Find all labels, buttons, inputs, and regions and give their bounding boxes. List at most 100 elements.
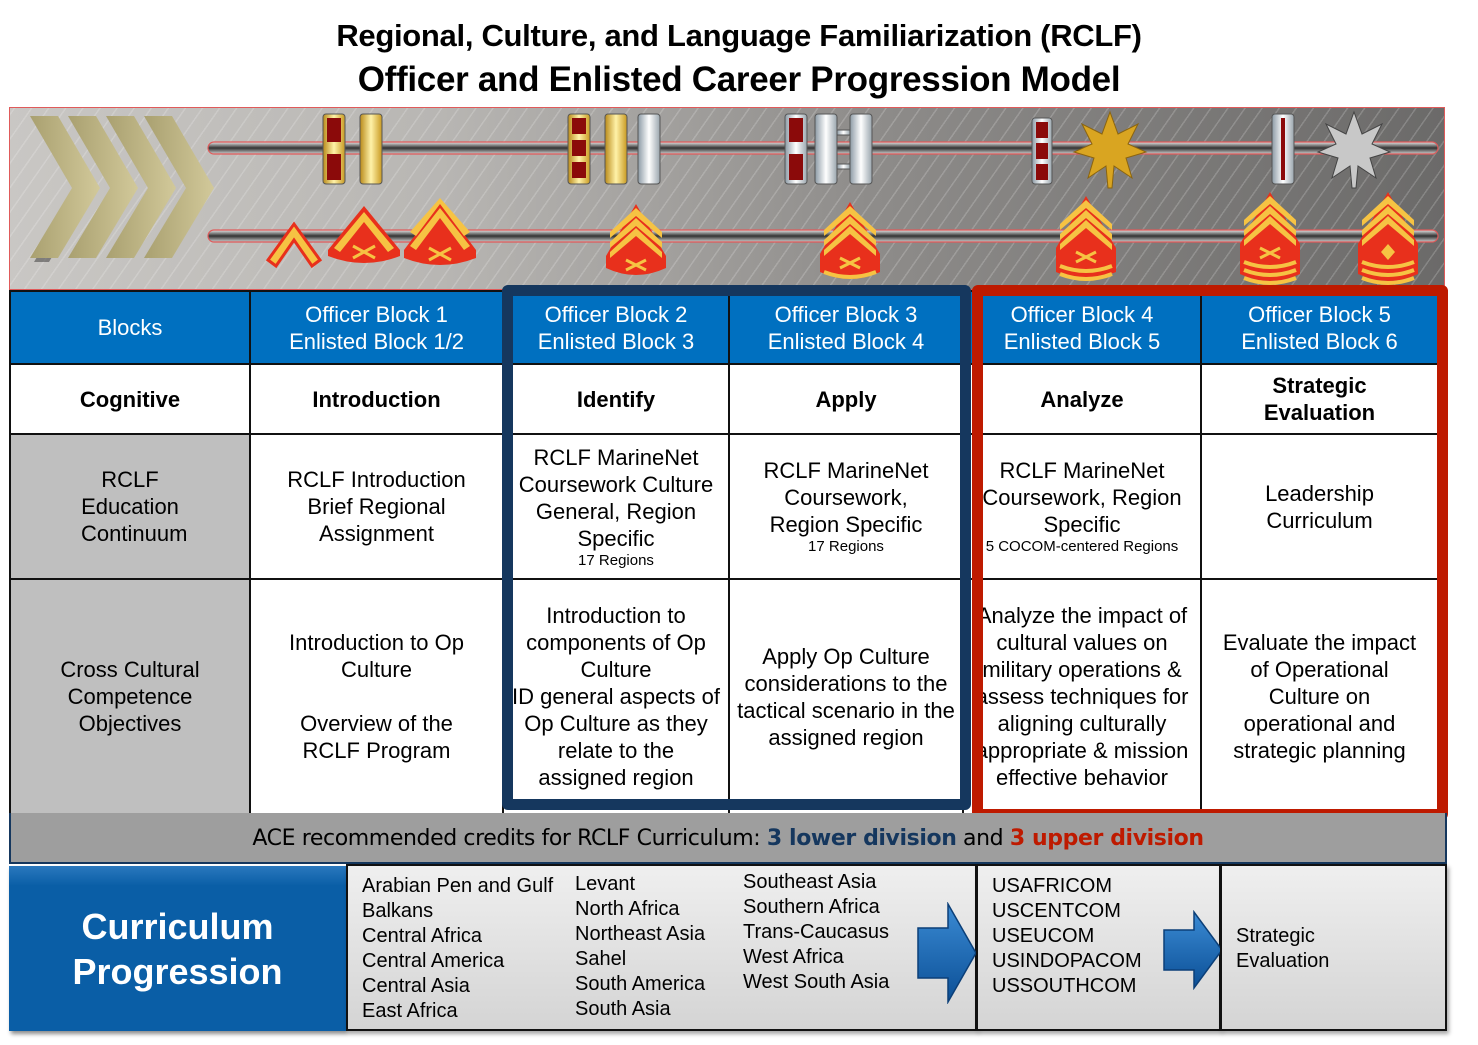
header-enlisted: Enlisted Block 5 [1003, 328, 1161, 354]
chevron-arrows-icon [30, 116, 214, 262]
regions-column-3: Southeast Asia Southern Africa Trans-Cau… [743, 870, 889, 995]
education-note: 5 COCOM-centered Regions [985, 538, 1179, 555]
education-text: RCLF MarineNet Coursework, Region Specif… [763, 458, 929, 537]
header-officer: Officer Block 1 [305, 301, 448, 327]
cocom-column: USAFRICOM USCENTCOM USEUCOM USINDOPACOM … [992, 874, 1142, 999]
objective-text: Evaluate the impact of Operational Cultu… [1222, 630, 1417, 763]
education-note: 17 Regions [808, 538, 884, 555]
objective-text: Overview of the RCLF Program [300, 711, 453, 763]
strategic-line: Strategic [1236, 925, 1315, 947]
region-item: Southeast Asia [743, 871, 877, 893]
regions-column-2: Levant North Africa Northeast Asia Sahel… [575, 872, 705, 1022]
header-officer: Officer Block 2 [544, 301, 688, 327]
region-item: West South Asia [743, 971, 890, 993]
header-enlisted: Enlisted Block 6 [1241, 328, 1398, 354]
header-enlisted: Enlisted Block 1/2 [289, 328, 464, 354]
education-cell: RCLF MarineNet Coursework Culture Genera… [502, 433, 730, 580]
objectives-label: Cross Cultural Competence Objectives [9, 578, 251, 815]
education-text: RCLF Introduction Brief Regional Assignm… [287, 467, 466, 546]
evaluation-line: Evaluation [1236, 950, 1330, 972]
cocom-item: USCENTCOM [992, 900, 1121, 922]
region-item: East Africa [362, 1000, 458, 1022]
regions-box: Arabian Pen and Gulf Balkans Central Afr… [346, 864, 977, 1031]
arrow-right-icon [1163, 910, 1223, 990]
education-cell: RCLF Introduction Brief Regional Assignm… [249, 433, 504, 580]
cocom-item: USAFRICOM [992, 875, 1112, 897]
header-officer: Officer Block 3 [774, 301, 918, 327]
header-enlisted: Enlisted Block 4 [767, 328, 925, 354]
cocom-item: USSOUTHCOM [992, 975, 1137, 997]
cocom-item: USINDOPACOM [992, 950, 1142, 972]
title-line-1: Regional, Culture, and Language Familiar… [336, 18, 1142, 53]
curriculum-progression-label: Curriculum Progression [9, 866, 346, 1031]
cognitive-cell: Introduction [249, 363, 504, 435]
education-label: RCLF Education Continuum [9, 433, 251, 580]
region-item: Trans-Caucasus [743, 921, 889, 943]
objectives-cell: Analyze the impact of cultural values on… [962, 578, 1202, 815]
region-item: Balkans [362, 900, 434, 922]
regions-column-1: Arabian Pen and Gulf Balkans Central Afr… [362, 874, 553, 1024]
curriculum-label-line: Progression [72, 950, 283, 992]
header-officer: Officer Block 5 [1248, 301, 1391, 327]
cognitive-cell: Strategic Evaluation [1200, 363, 1439, 435]
region-item: Southern Africa [743, 896, 880, 918]
objective-text: Analyze the impact of cultural values on… [975, 603, 1189, 790]
header-officer: Officer Block 4 [1010, 301, 1154, 327]
strategic-evaluation-text: Strategic Evaluation [1236, 924, 1329, 974]
header-blocks: Blocks [9, 290, 251, 365]
arrow-right-icon [917, 902, 977, 1004]
region-item: Central Asia [362, 975, 470, 997]
education-note: 17 Regions [578, 551, 654, 569]
education-cell: Leadership Curriculum [1200, 433, 1439, 580]
ace-and: and [956, 826, 1010, 851]
enlisted-rank-chevron-icons [265, 192, 1418, 285]
objective-text: Apply Op Culture considerations to the t… [737, 643, 955, 750]
education-text: RCLF MarineNet Coursework, Region Specif… [982, 458, 1182, 537]
education-text: RCLF MarineNet Coursework Culture Genera… [518, 444, 714, 551]
region-item: Sahel [575, 948, 627, 970]
cognitive-label: Cognitive [9, 363, 251, 435]
title-line-2: Officer and Enlisted Career Progression … [357, 60, 1121, 99]
region-item: Central America [362, 950, 505, 972]
objectives-row: Cross Cultural Competence Objectives Int… [9, 578, 1439, 815]
officer-rank-insignia-icons [322, 110, 1392, 189]
ace-credits-banner: ACE recommended credits for RCLF Curricu… [9, 813, 1447, 864]
region-item: South Asia [575, 998, 671, 1020]
education-row: RCLF Education Continuum RCLF Introducti… [9, 433, 1439, 580]
education-text: Leadership Curriculum [1265, 480, 1374, 533]
ace-lower-division: 3 lower division [766, 826, 957, 851]
region-item: North Africa [575, 898, 680, 920]
cognitive-cell: Identify [502, 363, 730, 435]
cocom-box: USAFRICOM USCENTCOM USEUCOM USINDOPACOM … [976, 864, 1223, 1031]
rank-insignia-banner [9, 107, 1445, 290]
region-item: Central Africa [362, 925, 483, 947]
ace-upper-division: 3 upper division [1009, 826, 1204, 851]
education-cell: RCLF MarineNet Coursework, Region Specif… [728, 433, 964, 580]
strategic-evaluation-box: Strategic Evaluation [1220, 864, 1447, 1031]
region-item: Northeast Asia [575, 923, 706, 945]
region-item: Arabian Pen and Gulf [362, 875, 554, 897]
objectives-cell: Introduction to components of Op Culture… [502, 578, 730, 815]
cognitive-cell: Analyze [962, 363, 1202, 435]
objectives-cell: Evaluate the impact of Operational Cultu… [1200, 578, 1439, 815]
region-item: Levant [575, 873, 636, 895]
header-label: Blocks [97, 315, 163, 340]
region-item: West Africa [743, 946, 844, 968]
cognitive-cell: Apply [728, 363, 964, 435]
objectives-cell: Apply Op Culture considerations to the t… [728, 578, 964, 815]
cognitive-row: Cognitive Introduction Identify Apply An… [9, 363, 1439, 435]
region-item: South America [575, 973, 706, 995]
cocom-item: USEUCOM [992, 925, 1095, 947]
ace-prefix: ACE recommended credits for RCLF Curricu… [252, 826, 767, 851]
curriculum-label-line: Curriculum [81, 905, 274, 947]
objective-text: ID general aspects of Op Culture as they… [512, 684, 720, 790]
header-enlisted: Enlisted Block 3 [537, 328, 695, 354]
